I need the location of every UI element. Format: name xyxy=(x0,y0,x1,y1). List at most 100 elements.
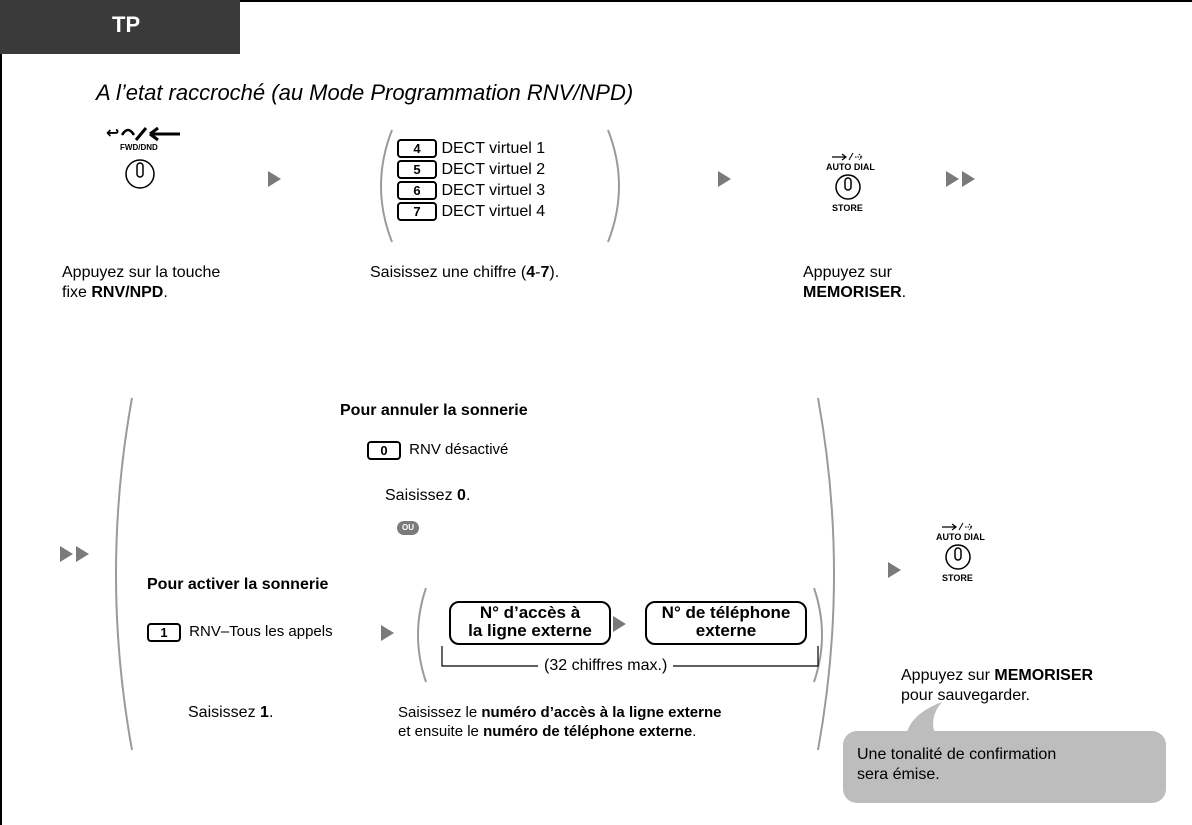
dect-option-label: DECT virtuel 3 xyxy=(441,182,546,199)
text: . xyxy=(692,723,697,740)
step3-description: Appuyez sur MEMORISER. xyxy=(803,263,906,303)
step3-desc-line2: MEMORISER. xyxy=(803,283,906,303)
double-arrow-2 xyxy=(60,546,92,567)
dect-option-label: DECT virtuel 4 xyxy=(441,203,546,220)
or-badge: OU xyxy=(397,521,419,535)
tp-tab: TP xyxy=(0,0,240,54)
outer-brackets xyxy=(115,397,835,751)
cancel-description: Saisissez 0. xyxy=(385,486,470,506)
text: - xyxy=(535,264,541,281)
box-line: N° de téléphone xyxy=(661,603,791,622)
bold-text: numéro d’accès à la ligne externe xyxy=(481,704,722,721)
text: . xyxy=(163,284,168,301)
frame-left-border xyxy=(0,0,2,825)
auto-dial-icon xyxy=(942,522,973,570)
text: . xyxy=(268,704,274,721)
text: Saisissez une chiffre ( xyxy=(370,264,527,281)
box-line: N° d’accès à xyxy=(479,603,581,622)
text: . xyxy=(901,284,907,301)
dect-option[interactable]: 5 DECT virtuel 2 xyxy=(397,160,545,181)
tab-label: TP xyxy=(112,12,141,37)
bold-text: numéro de téléphone externe xyxy=(483,723,693,740)
text: fixe xyxy=(62,284,92,301)
step3-desc-line1: Appuyez sur xyxy=(803,264,892,281)
options-brackets xyxy=(380,129,620,243)
bold-text: MEMORISER xyxy=(994,667,1094,684)
dect-option-label: DECT virtuel 1 xyxy=(441,140,546,157)
text: Saisissez xyxy=(385,487,458,504)
enter-desc-line2: et ensuite le numéro de téléphone extern… xyxy=(398,722,721,741)
bubble-text: Une tonalité de confirmation sera émise. xyxy=(857,745,1056,785)
step-arrow-3 xyxy=(381,625,394,641)
bold-text: 4 xyxy=(526,264,536,281)
auto-dial-label: AUTO DIAL xyxy=(826,162,875,172)
dect-option-label: DECT virtuel 2 xyxy=(441,161,546,178)
activate-option[interactable]: 1 RNV–Tous les appels xyxy=(147,623,333,642)
double-arrow-icon xyxy=(946,171,975,187)
activate-option-label: RNV–Tous les appels xyxy=(189,623,333,641)
access-number-box: N° d’accès à la ligne externe xyxy=(449,601,611,645)
step1-description: Appuyez sur la touche fixe RNV/NPD. xyxy=(62,263,220,303)
fwd-dnd-icon: ↩ xyxy=(106,123,180,189)
auto-dial-label: AUTO DIAL xyxy=(936,532,985,542)
key-7: 7 xyxy=(397,202,437,222)
bubble-line: Une tonalité de confirmation xyxy=(857,746,1057,763)
cancel-title: Pour annuler la sonnerie xyxy=(340,402,528,419)
final-desc-line1: Appuyez sur MEMORISER xyxy=(901,666,1093,686)
step-arrow-5 xyxy=(888,562,901,578)
step-arrow-1 xyxy=(268,171,281,187)
bold-text: RNV/NPD xyxy=(91,284,164,301)
auto-dial-store-button[interactable]: AUTO DIAL STORE xyxy=(818,150,878,213)
final-description: Appuyez sur MEMORISER pour sauvegarder. xyxy=(901,666,1093,706)
bold-text: 1 xyxy=(260,704,269,721)
section-heading: A l’etat raccroché (au Mode Programmatio… xyxy=(96,80,634,105)
svg-text:↩: ↩ xyxy=(106,123,119,142)
step-arrow-2 xyxy=(718,171,731,187)
activate-description: Saisissez 1. xyxy=(188,703,273,723)
final-desc-line2: pour sauvegarder. xyxy=(901,687,1030,704)
key-0: 0 xyxy=(367,441,401,460)
cancel-option[interactable]: 0 RNV désactivé xyxy=(367,441,508,460)
store-label: STORE xyxy=(942,573,973,583)
bubble-tail xyxy=(906,702,942,736)
bold-text: 7 xyxy=(540,264,550,281)
dect-option[interactable]: 4 DECT virtuel 1 xyxy=(397,139,545,160)
fwd-dnd-label: FWD/DND xyxy=(120,143,158,152)
text: Saisissez le xyxy=(398,704,482,721)
activate-title: Pour activer la sonnerie xyxy=(147,576,329,593)
key-4: 4 xyxy=(397,139,437,159)
text: et ensuite le xyxy=(398,723,484,740)
dect-options-list: 4 DECT virtuel 1 5 DECT virtuel 2 6 DECT… xyxy=(397,139,545,223)
box-line: externe xyxy=(695,621,757,640)
dect-option[interactable]: 7 DECT virtuel 4 xyxy=(397,202,545,223)
bold-text: MEMORISER xyxy=(803,284,902,301)
key-1: 1 xyxy=(147,623,181,642)
store-label: STORE xyxy=(832,203,863,213)
enter-desc-line1: Saisissez le numéro d’accès à la ligne e… xyxy=(398,703,721,722)
text: Saisissez xyxy=(188,704,261,721)
confirmation-tone-bubble: Une tonalité de confirmation sera émise. xyxy=(843,731,1166,803)
double-arrow-1 xyxy=(946,171,978,192)
auto-dial-icon xyxy=(832,152,863,200)
text: . xyxy=(465,487,471,504)
dect-option[interactable]: 6 DECT virtuel 3 xyxy=(397,181,545,202)
phone-number-box: N° de téléphone externe xyxy=(645,601,807,645)
double-arrow-icon xyxy=(60,546,89,562)
enter-numbers-description: Saisissez le numéro d’accès à la ligne e… xyxy=(398,703,721,741)
step1-desc-line1: Appuyez sur la touche xyxy=(62,264,221,281)
box-line: la ligne externe xyxy=(468,621,592,640)
step-arrow-4 xyxy=(613,616,626,632)
bold-text: 0 xyxy=(457,487,466,504)
fwd-dnd-button[interactable]: ↩ FWD/DND xyxy=(100,118,180,208)
key-5: 5 xyxy=(397,160,437,180)
text: ). xyxy=(549,264,560,281)
bubble-line: sera émise. xyxy=(857,766,940,783)
key-6: 6 xyxy=(397,181,437,201)
max-digits-note: (32 chiffres max.) xyxy=(538,657,674,675)
text: Appuyez sur xyxy=(901,667,995,684)
step1-desc-line2: fixe RNV/NPD. xyxy=(62,283,220,303)
step2-description: Saisissez une chiffre (4-7). xyxy=(370,263,559,283)
frame-top-border xyxy=(0,0,1192,2)
auto-dial-store-button-final[interactable]: AUTO DIAL STORE xyxy=(928,520,988,583)
cancel-option-label: RNV désactivé xyxy=(409,441,509,459)
